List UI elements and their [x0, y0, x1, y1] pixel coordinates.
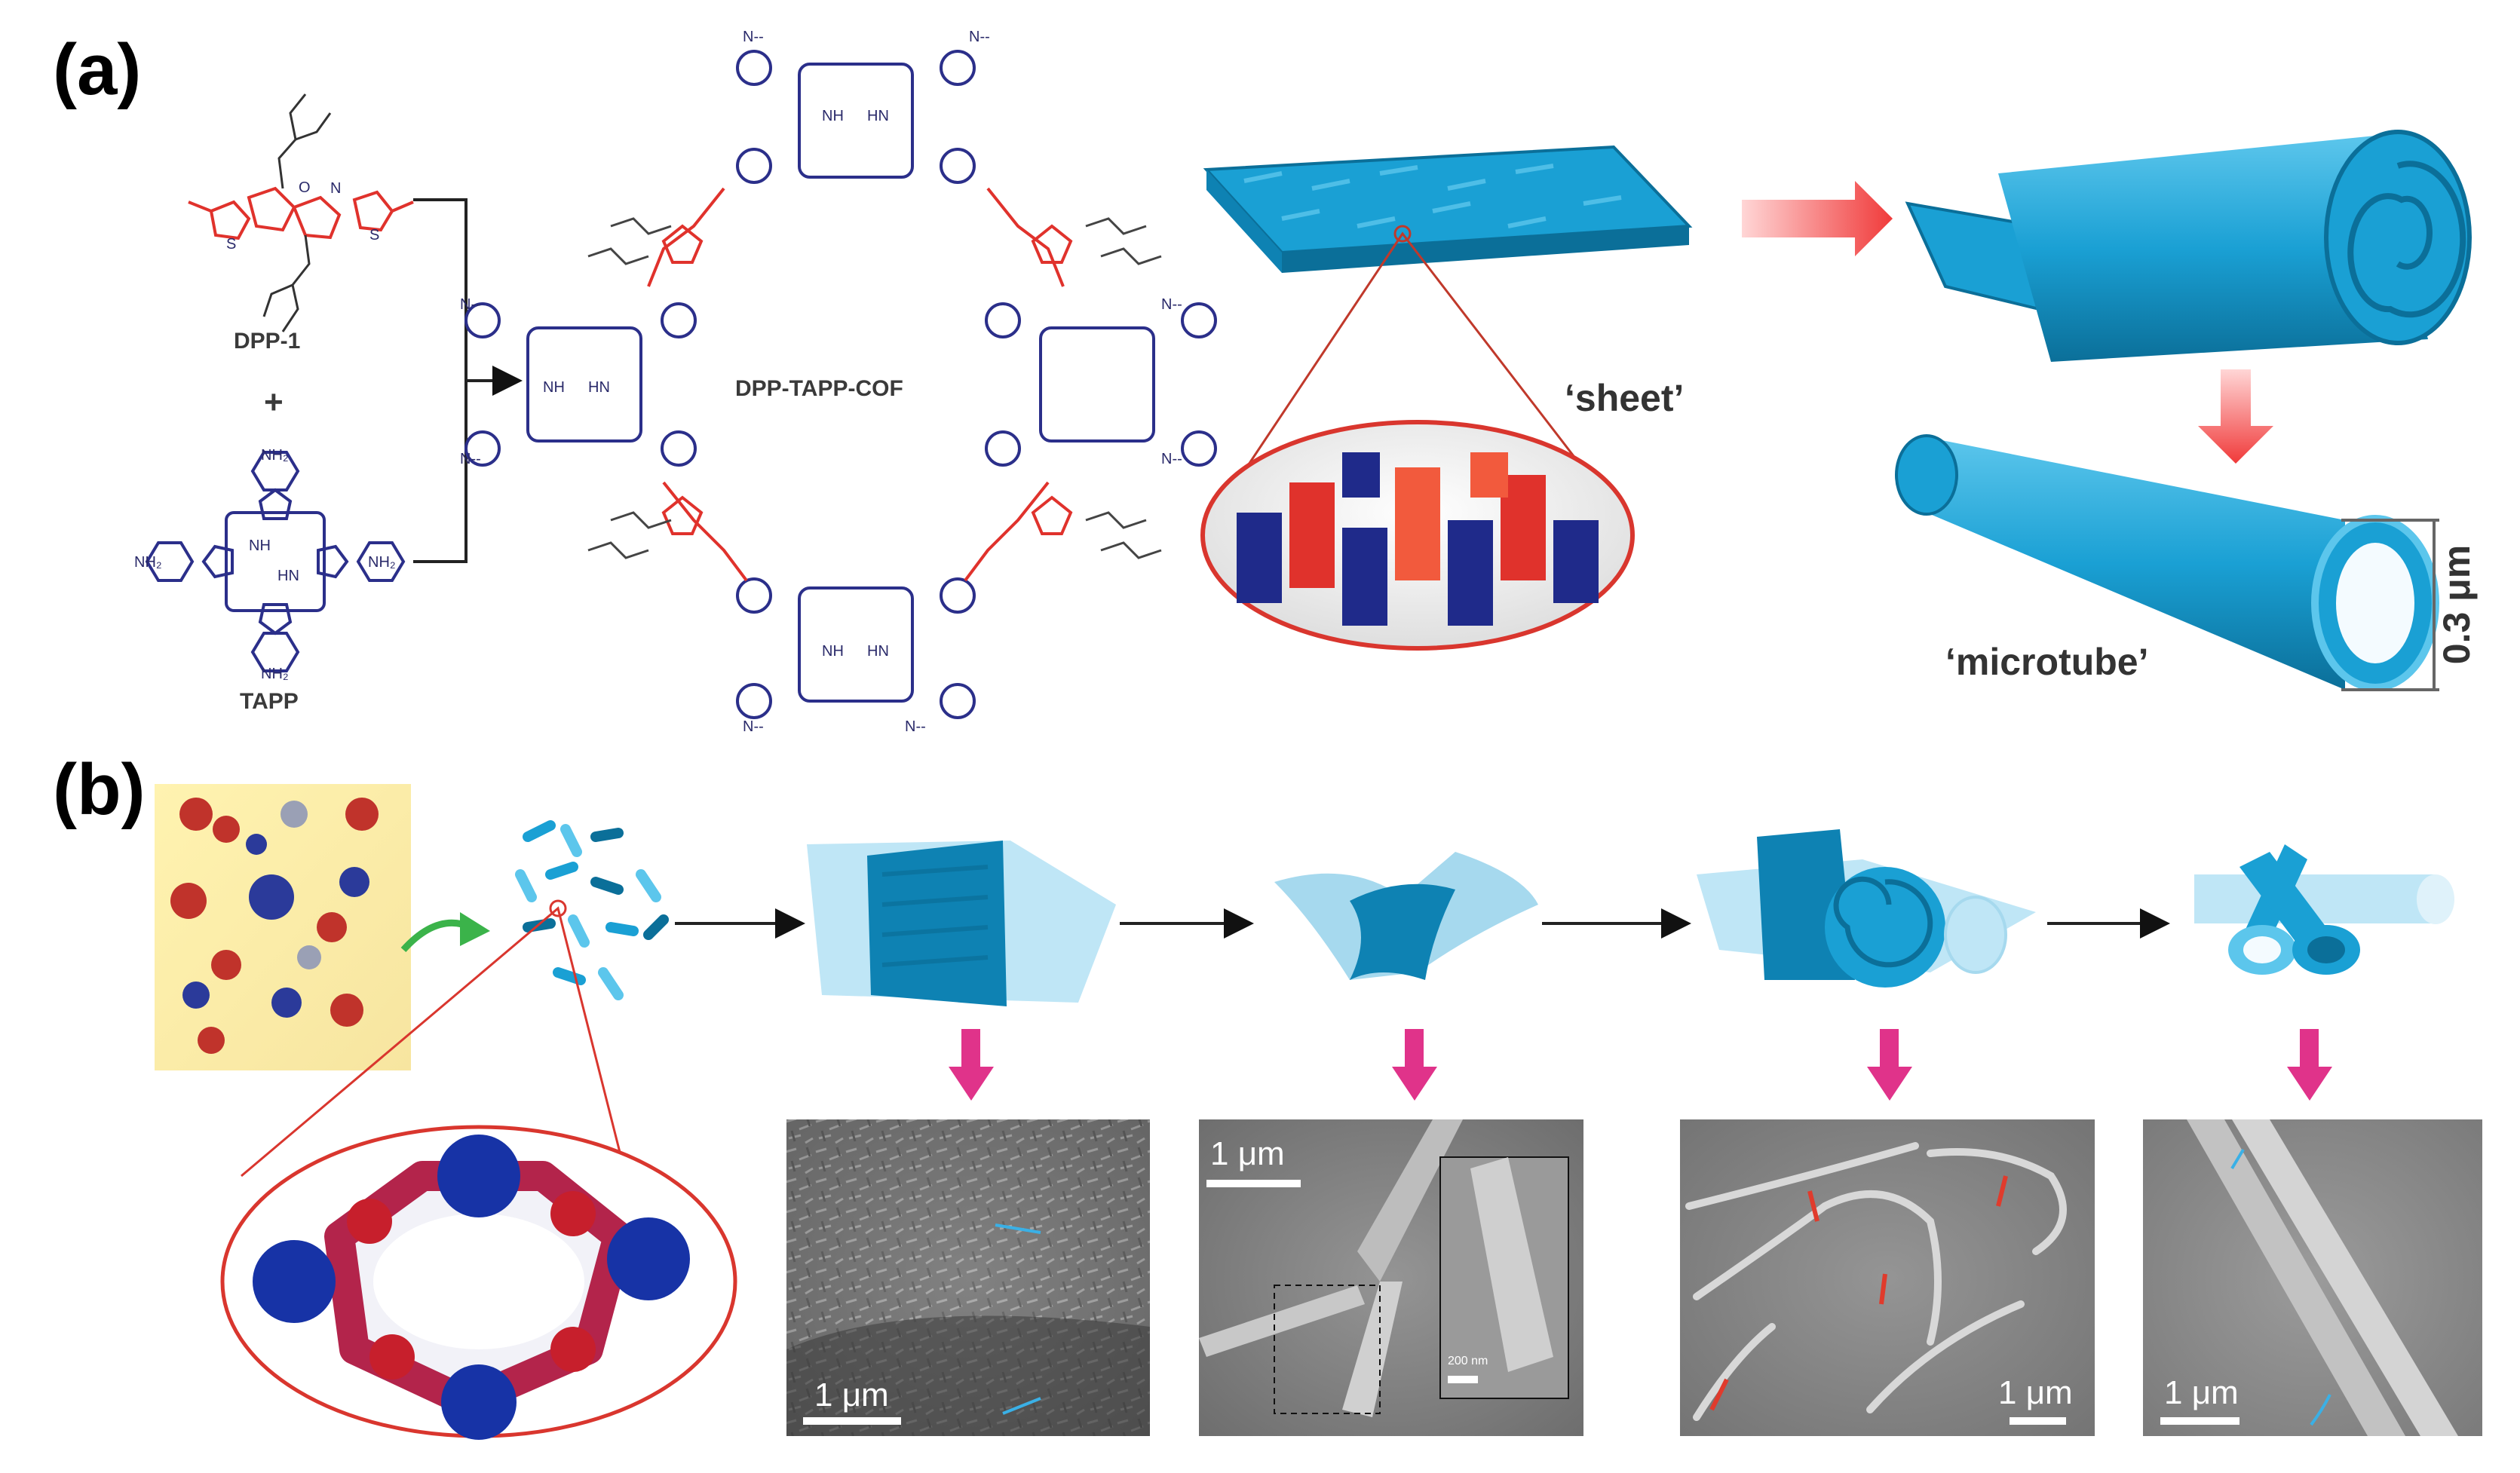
sem-image-1: 1 μm — [786, 1119, 1150, 1436]
cof-hn-top: HN — [867, 108, 889, 124]
sem-2-inset-scale-label: 200 nm — [1448, 1355, 1488, 1367]
cof-n-bottom-left: N-- — [743, 718, 764, 735]
rod-zoom-marker — [549, 899, 567, 917]
sem-image-3: 1 μm — [1680, 1119, 2095, 1436]
dpp-1-label: DPP-1 — [234, 329, 300, 354]
cof-n-top-right: N-- — [969, 29, 990, 45]
pink-arrow-3 — [1867, 1029, 1912, 1101]
stage-1-sheet — [807, 841, 1116, 1006]
stage-4-tubes — [2194, 844, 2454, 975]
cof-n-left-bottom: N-- — [460, 451, 481, 467]
dpp-1-s-right: S — [369, 227, 379, 243]
panel-a-label: (a) — [53, 29, 141, 110]
cof-hn-bottom: HN — [867, 643, 889, 660]
cof-n-right-bottom: N-- — [1161, 451, 1182, 467]
sem-image-4: 1 μm — [2143, 1119, 2482, 1436]
pink-arrow-4 — [2287, 1029, 2332, 1101]
dpp-linkers — [647, 187, 1073, 582]
reaction-bracket — [413, 198, 468, 563]
dpp-1-s-left: S — [226, 236, 236, 253]
tapp-label: TAPP — [240, 689, 299, 714]
cof-nh-bottom: NH — [822, 643, 844, 660]
green-arrow-head — [460, 912, 490, 946]
dpp-tapp-cof-structure: NH HN NH HN NH HN N-- N-- N-- N-- N-- N-… — [460, 29, 1217, 735]
dimension-label: 0.3 μm — [2436, 545, 2478, 664]
stage-2-curled-sheets — [1274, 852, 1538, 980]
tapp-nh2-bottom: NH₂ — [261, 666, 289, 682]
tapp-nh: NH — [249, 537, 271, 554]
cof-n-right-top: N-- — [1161, 296, 1182, 313]
tapp-hn: HN — [277, 568, 299, 584]
cof-n-top-left: N-- — [743, 29, 764, 45]
cof-label: DPP-TAPP-COF — [735, 376, 903, 401]
cof-nh-top: NH — [822, 108, 844, 124]
sem-4-scale-label: 1 μm — [2164, 1374, 2239, 1411]
sheet-label: ‘sheet’ — [1565, 377, 1684, 419]
stage-3-rolling — [1697, 829, 2036, 988]
sem-2-inset: 200 nm — [1439, 1156, 1569, 1399]
stacking-oval — [1200, 420, 1635, 651]
zoom-lines — [1205, 231, 1630, 528]
sem-1-scale-label: 1 μm — [814, 1377, 889, 1413]
pink-arrow-2 — [1392, 1029, 1437, 1101]
rod-cluster — [515, 820, 669, 1000]
cof-n-bottom-right: N-- — [905, 718, 926, 735]
arrow-sheet-to-roll — [1742, 181, 1893, 256]
cof-n-left-top: N-- — [460, 296, 481, 313]
pink-arrow-1 — [949, 1029, 994, 1101]
cof-nh-left: NH — [543, 379, 565, 396]
microtube — [1895, 434, 2439, 691]
panel-a: (a) O N S S DPP-1 + — [53, 29, 2478, 735]
rolled-sheet — [1905, 130, 2472, 362]
tapp-nh2-right: NH₂ — [368, 554, 396, 571]
dpp-1-o-top: O — [299, 179, 311, 196]
tapp-structure — [145, 451, 406, 672]
porphyrin-nodes — [464, 50, 1217, 719]
macrocycle-oval — [220, 1125, 737, 1440]
tapp-nh2-left: NH₂ — [134, 554, 162, 571]
panel-b-label: (b) — [53, 749, 146, 830]
dpp-1-structure: O N S S — [188, 93, 414, 332]
sem-2-scale-label: 1 μm — [1210, 1135, 1285, 1172]
dimension-bar — [2341, 519, 2439, 691]
sem-3-scale-label: 1 μm — [1998, 1374, 2073, 1411]
rod-zoom-lines — [241, 906, 627, 1177]
tapp-nh2-top: NH₂ — [261, 447, 289, 464]
microtube-label: ‘microtube’ — [1945, 641, 2148, 683]
molecule-mixture-box — [155, 784, 411, 1070]
cof-sheet — [1203, 145, 1693, 273]
pink-down-arrows — [949, 1029, 2332, 1101]
plus-sign: + — [264, 384, 284, 421]
dpp-1-n-top: N — [330, 180, 341, 197]
arrow-roll-to-tube — [2198, 369, 2273, 464]
alkyl-chains — [587, 217, 1162, 559]
sem-image-2: 200 nm 1 μm — [1199, 1119, 1583, 1436]
zoom-marker — [1393, 225, 1412, 243]
cof-hn-left: HN — [588, 379, 610, 396]
panel-b: (b) — [53, 749, 2482, 1440]
